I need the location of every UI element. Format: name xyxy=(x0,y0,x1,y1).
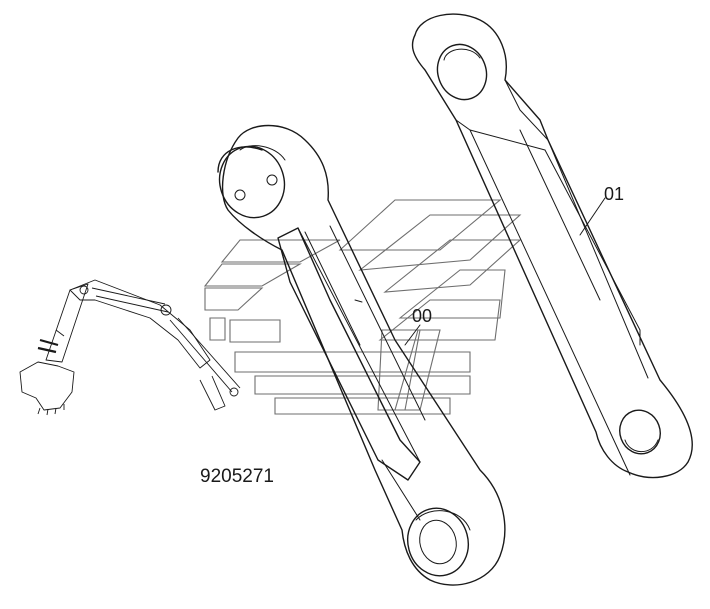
dash-mark xyxy=(354,299,363,303)
callout-00: 00 xyxy=(412,306,432,326)
link-00-part xyxy=(217,124,506,586)
leader-line-01 xyxy=(579,197,606,236)
leader-line-00 xyxy=(404,324,421,346)
part-number: 9205271 xyxy=(200,466,274,487)
link-01-part xyxy=(411,13,693,479)
excavator-icon xyxy=(19,279,241,416)
callout-01: 01 xyxy=(604,184,624,204)
